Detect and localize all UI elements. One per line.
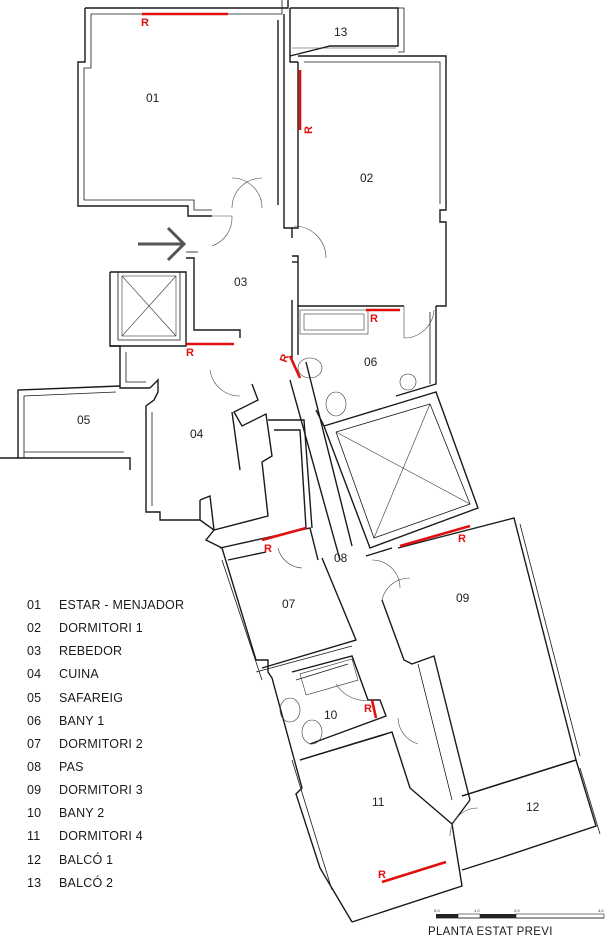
entrance-arrow-icon bbox=[138, 226, 187, 262]
legend-item: 01 ESTAR - MENJADOR bbox=[27, 594, 184, 617]
room-number: 11 bbox=[372, 795, 385, 809]
room-number: 02 bbox=[360, 171, 374, 185]
legend-item: 13 BALCÓ 2 bbox=[27, 872, 184, 895]
radiator-label: R bbox=[370, 313, 378, 325]
room-legend: 01 ESTAR - MENJADOR 02 DORMITORI 1 03 REBED… bbox=[27, 594, 184, 895]
room-number: 13 bbox=[334, 25, 348, 39]
legend-num: 10 bbox=[27, 806, 42, 821]
legend-num: 07 bbox=[27, 736, 42, 751]
radiator-label: R bbox=[186, 347, 194, 359]
legend-name: CUINA bbox=[59, 667, 99, 682]
radiator-label: R bbox=[278, 353, 292, 365]
legend-name: BANY 1 bbox=[59, 713, 105, 728]
legend-name: DORMITORI 4 bbox=[59, 829, 143, 844]
room-number: 10 bbox=[324, 708, 338, 722]
legend-name: DORMITORI 2 bbox=[59, 736, 143, 751]
room-number: 03 bbox=[234, 275, 248, 289]
legend-name: BALCÓ 1 bbox=[59, 852, 114, 867]
room-numbers: 01 02 03 04 05 06 07 08 09 10 11 12 13 bbox=[77, 25, 540, 814]
legend-item: 02 DORMITORI 1 bbox=[27, 617, 184, 640]
legend-name: ESTAR - MENJADOR bbox=[59, 598, 185, 612]
legend-item: 03 REBEDOR bbox=[27, 640, 184, 663]
radiators: R R R R R R R R R bbox=[141, 12, 471, 884]
legend-num: 03 bbox=[27, 644, 42, 659]
room-number: 12 bbox=[526, 800, 540, 814]
walls bbox=[0, 0, 601, 923]
legend-num: 02 bbox=[27, 621, 42, 636]
legend-item: 11 DORMITORI 4 bbox=[27, 825, 184, 848]
room-number: 05 bbox=[77, 413, 91, 427]
radiator-label: R bbox=[264, 543, 272, 555]
legend-name: BALCÓ 2 bbox=[59, 875, 114, 890]
legend-num: 08 bbox=[27, 759, 42, 774]
legend-num: 12 bbox=[27, 852, 42, 867]
legend-name: PAS bbox=[59, 759, 84, 774]
room-number: 01 bbox=[146, 91, 160, 105]
legend-item: 05 SAFAREIG bbox=[27, 687, 184, 710]
legend-item: 07 DORMITORI 2 bbox=[27, 733, 184, 756]
legend-num: 13 bbox=[27, 875, 42, 890]
legend-item: 09 DORMITORI 3 bbox=[27, 779, 184, 802]
room-number: 08 bbox=[334, 551, 348, 565]
radiator-label: R bbox=[141, 17, 149, 29]
legend-item: 10 BANY 2 bbox=[27, 802, 184, 825]
legend-item: 08 PAS bbox=[27, 756, 184, 779]
room-number: 06 bbox=[364, 355, 378, 369]
radiator-label: R bbox=[303, 126, 315, 134]
scale-tick: 0,0 bbox=[434, 908, 440, 913]
legend-num: 01 bbox=[27, 598, 42, 612]
room-number: 07 bbox=[282, 597, 296, 611]
legend-num: 09 bbox=[27, 783, 42, 798]
radiator-label: R bbox=[458, 533, 466, 545]
legend-name: DORMITORI 3 bbox=[59, 783, 143, 798]
legend-item: 06 BANY 1 bbox=[27, 710, 184, 733]
legend-num: 05 bbox=[27, 690, 42, 705]
legend-name: SAFAREIG bbox=[59, 690, 124, 705]
legend-name: DORMITORI 1 bbox=[59, 621, 143, 636]
legend-name: REBEDOR bbox=[59, 644, 123, 659]
legend-num: 06 bbox=[27, 713, 42, 728]
doors bbox=[209, 177, 479, 837]
plan-title: PLANTA ESTAT PREVI bbox=[428, 926, 553, 938]
room-number: 09 bbox=[456, 591, 470, 605]
scale-bar: 0,0 1,0 2,0 4,0 bbox=[434, 908, 604, 919]
scale-tick: 2,0 bbox=[514, 908, 520, 913]
room-number: 04 bbox=[190, 427, 204, 441]
legend-item: 04 CUINA bbox=[27, 663, 184, 686]
legend-name: BANY 2 bbox=[59, 806, 105, 821]
radiator-label: R bbox=[378, 869, 386, 881]
scale-tick: 1,0 bbox=[474, 908, 480, 913]
radiator-label: R bbox=[364, 703, 372, 715]
legend-num: 04 bbox=[27, 667, 42, 682]
legend-item: 12 BALCÓ 1 bbox=[27, 849, 184, 872]
scale-tick: 4,0 bbox=[598, 908, 604, 913]
legend-num: 11 bbox=[27, 829, 41, 844]
